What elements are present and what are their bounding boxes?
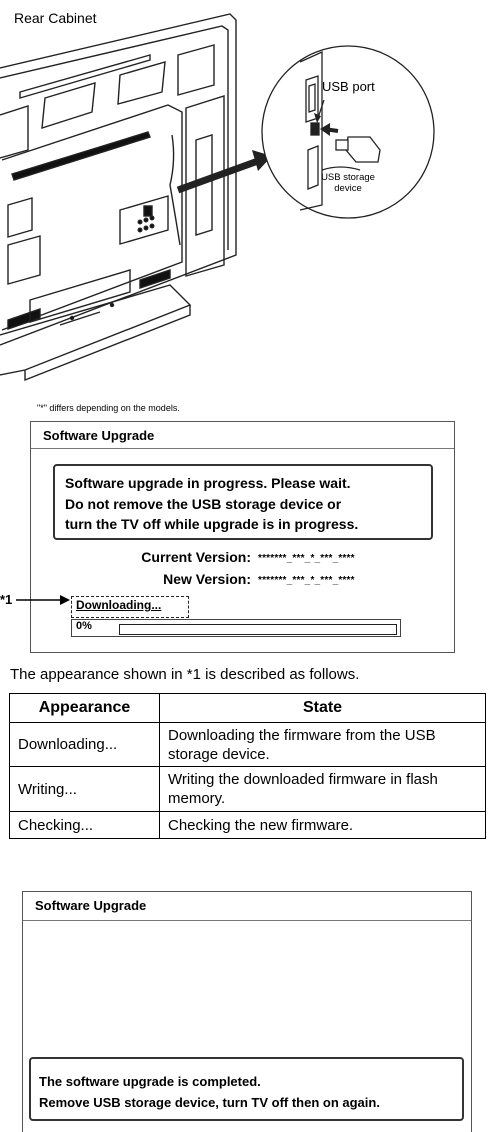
rear-cabinet-label: Rear Cabinet xyxy=(14,10,97,26)
appearance-caption: The appearance shown in *1 is described … xyxy=(10,666,360,683)
title-divider xyxy=(31,448,454,449)
message-line-1: The software upgrade is completed. xyxy=(39,1074,261,1089)
tv-rear-usb-illustration xyxy=(0,13,435,382)
table-header-row: Appearance State xyxy=(9,693,486,723)
upgrade-in-progress-message: Software upgrade in progress. Please wai… xyxy=(53,464,433,540)
progress-percent: 0% xyxy=(76,620,92,632)
title-divider xyxy=(23,920,471,921)
appearance-cell: Checking... xyxy=(9,811,160,839)
dialog-title: Software Upgrade xyxy=(35,898,147,913)
models-note: "*" differs depending on the models. xyxy=(37,403,180,413)
header-state: State xyxy=(159,693,486,723)
message-line-3: turn the TV off while upgrade is in prog… xyxy=(65,516,359,532)
usb-port-label: USB port xyxy=(322,79,375,94)
state-cell: Writing the downloaded firmware in flash… xyxy=(159,766,486,812)
message-line-2: Remove USB storage device, turn TV off t… xyxy=(39,1095,380,1110)
progress-bar xyxy=(119,624,397,635)
status-highlight-box xyxy=(71,596,189,618)
software-upgrade-progress-dialog: Software Upgrade Software upgrade in pro… xyxy=(30,421,455,653)
usb-storage-device-label-line1: USB storage xyxy=(321,172,375,183)
header-appearance: Appearance xyxy=(9,693,160,723)
upgrade-completed-message: The software upgrade is completed. Remov… xyxy=(29,1057,464,1121)
progress-row xyxy=(71,619,401,637)
state-cell: Downloading the firmware from the USB st… xyxy=(159,722,486,767)
current-version-value: *******_***_*_***_**** xyxy=(258,553,355,564)
table-row: Downloading... Downloading the firmware … xyxy=(9,722,486,767)
usb-storage-device-label-line2: device xyxy=(334,183,362,194)
usb-storage-device-label: USB storage device xyxy=(313,172,383,194)
download-status-text: Downloading... xyxy=(76,598,162,612)
table-row: Checking... Checking the new firmware. xyxy=(9,811,486,839)
current-version-label: Current Version: xyxy=(141,549,251,565)
dialog-title: Software Upgrade xyxy=(43,428,155,443)
message-line-1: Software upgrade in progress. Please wai… xyxy=(65,475,351,491)
software-upgrade-completed-dialog: Software Upgrade The software upgrade is… xyxy=(22,891,472,1132)
appearance-state-table: Appearance State Downloading... Download… xyxy=(9,693,486,839)
table-row: Writing... Writing the downloaded firmwa… xyxy=(9,766,486,812)
appearance-cell: Downloading... xyxy=(9,722,160,767)
callout-arrow-icon xyxy=(16,595,70,605)
callout-marker: *1 xyxy=(0,592,13,607)
state-cell: Checking the new firmware. xyxy=(159,811,486,839)
new-version-label: New Version: xyxy=(163,571,251,587)
message-line-2: Do not remove the USB storage device or xyxy=(65,495,342,512)
appearance-cell: Writing... xyxy=(9,766,160,812)
new-version-value: *******_***_*_***_**** xyxy=(258,575,355,586)
